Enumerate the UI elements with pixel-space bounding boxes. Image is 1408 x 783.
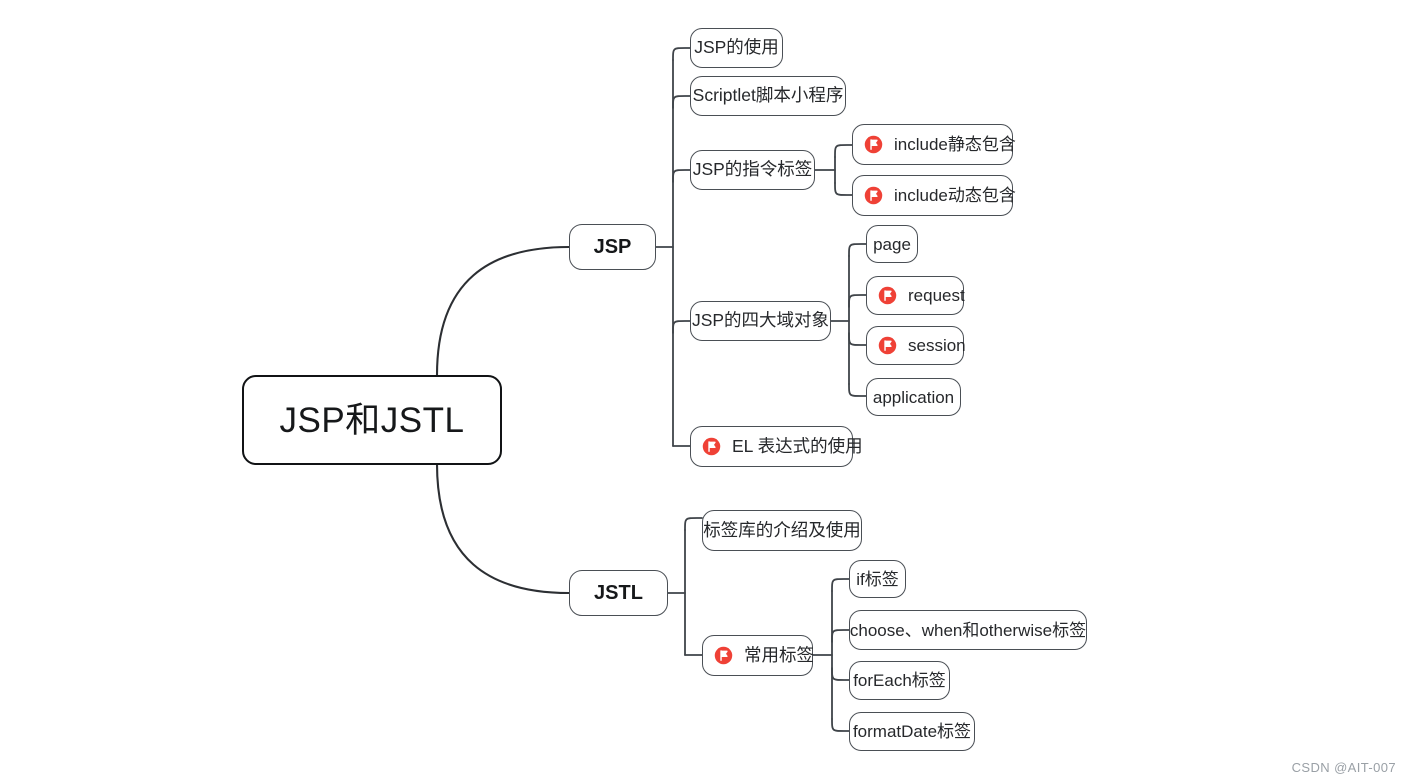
node-tag-foreach-label: forEach标签 [853,671,946,690]
root-node[interactable]: JSP和JSTL [242,375,502,465]
node-tag-choose-label: choose、when和otherwise标签 [849,620,1087,640]
red-flag-icon [864,186,883,205]
node-jsp-scopes[interactable]: JSP的四大域对象 [690,301,831,341]
node-scope-application[interactable]: application [866,378,961,416]
red-flag-icon [702,437,721,456]
node-include-dynamic[interactable]: include动态包含 [852,175,1016,216]
node-tag-if-label: if标签 [856,569,899,589]
branch-node-jstl-label: JSTL [594,582,643,604]
node-jsp-directive-tags[interactable]: JSP的指令标签 [690,150,815,190]
node-tag-if[interactable]: if标签 [849,560,906,598]
branch-node-jsp[interactable]: JSP [569,224,656,270]
node-taglib-intro[interactable]: 标签库的介绍及使用 [702,510,862,551]
node-include-static[interactable]: include静态包含 [852,124,1016,165]
node-scope-request-label: request [908,286,965,305]
node-scope-page[interactable]: page [866,225,918,263]
node-taglib-intro-label: 标签库的介绍及使用 [703,519,861,540]
node-el-expression[interactable]: EL 表达式的使用 [690,426,863,467]
watermark: CSDN @AIT-007 [1291,760,1396,775]
node-el-expression-label: EL 表达式的使用 [732,435,863,456]
node-jsp-usage[interactable]: JSP的使用 [690,28,783,68]
node-jsp-scopes-label: JSP的四大域对象 [691,310,830,331]
node-scriptlet[interactable]: Scriptlet脚本小程序 [690,76,846,116]
red-flag-icon [878,286,897,305]
node-scope-application-label: application [872,387,955,407]
red-flag-icon [878,336,897,355]
node-tag-formatdate[interactable]: formatDate标签 [849,712,975,751]
branch-node-jstl[interactable]: JSTL [569,570,668,616]
node-tag-foreach[interactable]: forEach标签 [849,661,950,700]
node-scope-page-label: page [873,234,911,254]
node-scope-session[interactable]: session [866,326,966,365]
node-scope-session-label: session [908,336,966,355]
node-jsp-usage-label: JSP的使用 [694,37,779,58]
branch-node-jsp-label: JSP [593,236,632,258]
node-common-tags-label: 常用标签 [744,644,814,665]
red-flag-icon [864,135,883,154]
node-tag-formatdate-label: formatDate标签 [852,722,972,741]
red-flag-icon [714,646,733,665]
node-common-tags[interactable]: 常用标签 [702,635,814,676]
node-jsp-directive-tags-label: JSP的指令标签 [692,159,813,180]
node-scope-request[interactable]: request [866,276,965,315]
node-scriptlet-label: Scriptlet脚本小程序 [692,85,844,106]
root-node-label: JSP和JSTL [279,400,465,440]
node-include-static-label: include静态包含 [894,135,1016,154]
node-include-dynamic-label: include动态包含 [894,186,1016,205]
node-tag-choose[interactable]: choose、when和otherwise标签 [849,610,1087,650]
